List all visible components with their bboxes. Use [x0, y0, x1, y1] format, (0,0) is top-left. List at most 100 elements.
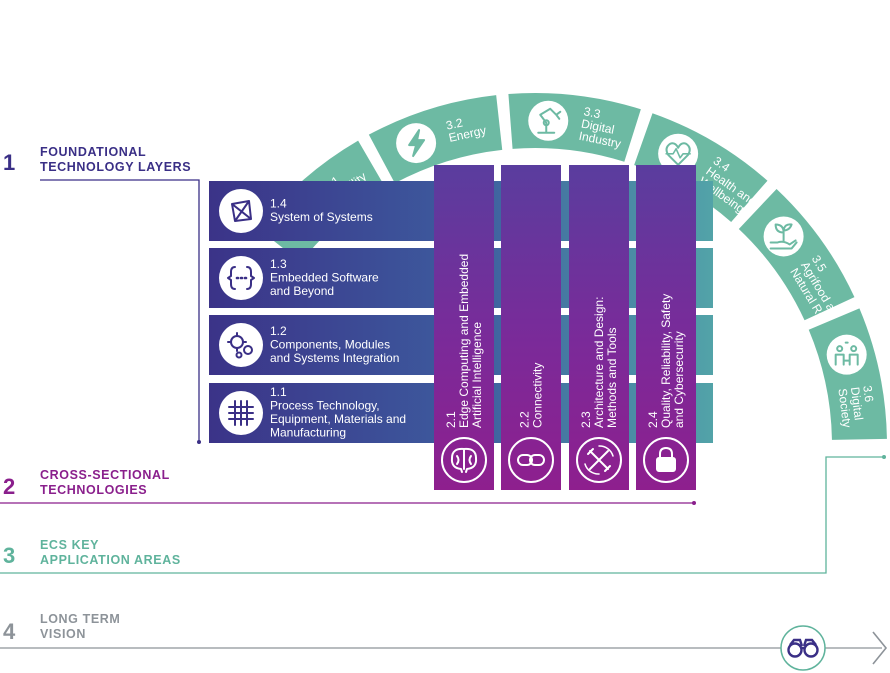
- foundational-row-number: 1.3: [270, 257, 287, 271]
- cross-sectional-icon-ring: [643, 437, 689, 483]
- foundational-row-label: Components, Modules: [270, 337, 390, 351]
- cross-sectional-column-band: [434, 165, 494, 490]
- gears-icon: [227, 332, 253, 359]
- section-4-label-line2: VISION: [40, 627, 86, 641]
- foundational-row-number: 1.1: [270, 385, 287, 399]
- cross-sectional-column-band: [636, 165, 696, 490]
- cross-sectional-line-end: [692, 501, 696, 505]
- section-4-label-line1: LONG TERM: [40, 612, 121, 626]
- cross-sectional-number: 2.2: [518, 411, 532, 428]
- section-3-label-line1: ECS KEY: [40, 538, 100, 552]
- application-line: [0, 456, 884, 574]
- section-3-number: 3: [3, 543, 16, 568]
- application-area-number: 3.2: [445, 115, 465, 132]
- section-1-label-line1: FOUNDATIONAL: [40, 145, 147, 159]
- foundational-icon-circle: [219, 323, 263, 367]
- foundational-icon-badge: [219, 323, 263, 367]
- plant-hand-icon: [769, 223, 798, 250]
- section-4-label: LONG TERM VISION: [40, 612, 120, 642]
- foundational-line-end: [197, 440, 201, 444]
- cross-sectional-label: Connectivity: [531, 363, 545, 428]
- section-2-label-line1: CROSS-SECTIONAL: [40, 468, 170, 482]
- application-icon-badge: [396, 123, 437, 164]
- foundational-row-label: Equipment, Materials and: [270, 412, 406, 426]
- cross-sectional-icon-badge: [508, 437, 554, 483]
- foundational-row-label: and Beyond: [270, 284, 334, 298]
- application-icon-badge: [658, 133, 699, 174]
- section-3-label-line2: APPLICATION AREAS: [40, 553, 181, 567]
- binoculars-icon: [787, 638, 819, 658]
- foundational-row-label: Process Technology,: [270, 399, 380, 413]
- application-area-number: 3.3: [583, 104, 602, 121]
- cross-sectional-number: 2.4: [646, 411, 660, 428]
- cross-sectional-label: Quality, Reliability, Safety: [659, 294, 673, 428]
- cross-sectional-number: 2.3: [579, 411, 593, 428]
- application-icon-badge: [826, 334, 867, 375]
- application-area-label: Digital: [848, 386, 866, 421]
- cross-sectional-icon-ring: [508, 437, 554, 483]
- section-1-label-line2: TECHNOLOGY LAYERS: [40, 160, 192, 174]
- cross-sectional-column-band: [501, 165, 561, 490]
- lightning-icon: [408, 129, 426, 158]
- heart-pulse-icon: [665, 142, 691, 166]
- foundational-row-number: 1.2: [270, 324, 287, 338]
- foundational-row-label: System of Systems: [270, 210, 373, 224]
- application-area-band: [508, 93, 641, 162]
- application-icon-circle: [826, 334, 867, 375]
- application-area-number: 3.6: [860, 385, 876, 404]
- cross-sectional-label: Artificial Intelligence: [470, 322, 484, 428]
- cross-sectional-number: 2.1: [444, 411, 458, 428]
- cross-sectional-icon-badge: [576, 437, 622, 483]
- link-icon: [517, 454, 545, 466]
- robot-arm-icon: [537, 107, 562, 134]
- application-icon-badge: [528, 100, 569, 141]
- foundational-row-label: Embedded Software: [270, 270, 379, 284]
- cross-sectional-icon-ring: [576, 437, 622, 483]
- application-line-end: [882, 455, 886, 459]
- cross-sectional-icon-badge: [441, 437, 487, 483]
- cross-sectional-label: Edge Computing and Embedded: [457, 254, 471, 428]
- cross-sectional-icon-ring: [441, 437, 487, 483]
- chip-grid-icon: [228, 400, 254, 426]
- tools-icon: [584, 445, 614, 475]
- foundational-row-label: Manufacturing: [270, 426, 346, 440]
- section-1-number: 1: [3, 150, 16, 175]
- section-2-label-line2: TECHNOLOGIES: [40, 483, 148, 497]
- code-braces-icon: [227, 266, 255, 290]
- application-area-label: Digital: [580, 116, 615, 136]
- foundational-icon-badge: [219, 189, 263, 233]
- network-icon: [231, 200, 252, 222]
- cross-sectional-label: Architecture and Design:: [592, 297, 606, 428]
- community-icon: [834, 341, 859, 366]
- section-3-label: ECS KEY APPLICATION AREAS: [40, 538, 181, 568]
- application-icon-badge: [763, 216, 804, 257]
- application-area-band: [738, 188, 855, 321]
- section-1-label: FOUNDATIONAL TECHNOLOGY LAYERS: [40, 145, 191, 175]
- cross-sectional-icon-badge: [643, 437, 689, 483]
- vision-arrow-icon: [872, 631, 888, 665]
- section-2-number: 2: [3, 474, 16, 499]
- foundational-row-number: 1.4: [270, 197, 287, 211]
- lock-icon: [656, 447, 676, 472]
- cross-sectional-label: Methods and Tools: [605, 327, 619, 428]
- foundational-line: [40, 179, 200, 442]
- foundational-icon-badge: [219, 256, 263, 300]
- application-area-label: Society: [835, 388, 854, 429]
- vision-icon-group: [780, 625, 826, 671]
- cross-sectional-label: and Cybersecurity: [672, 331, 686, 428]
- foundational-row-label: and Systems Integration: [270, 351, 399, 365]
- brain-icon: [450, 447, 478, 473]
- guide-lines: [0, 179, 888, 665]
